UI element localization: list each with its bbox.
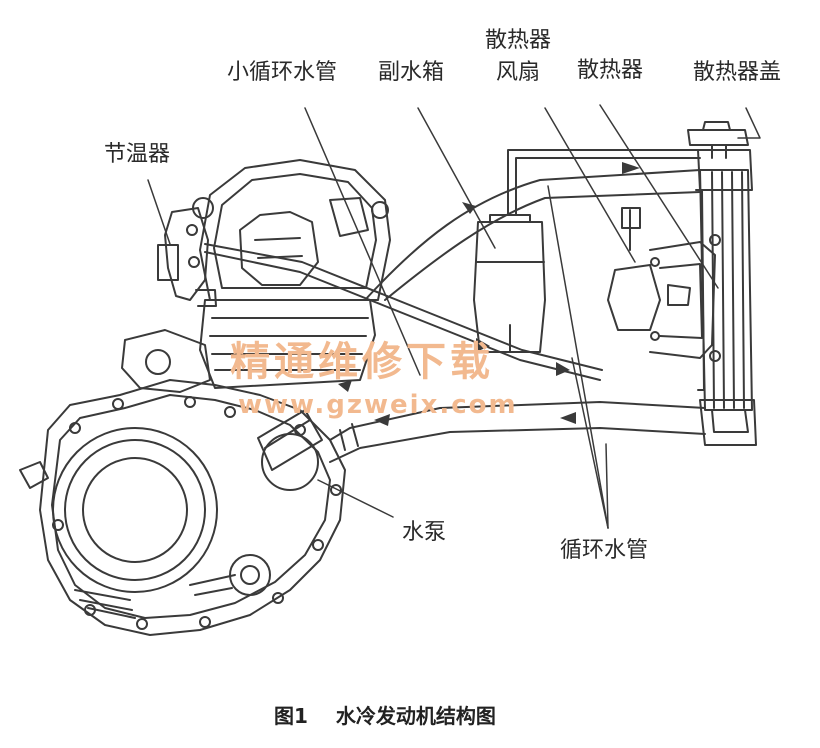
figure-number: 图1 [274, 704, 308, 728]
label-thermostat: 节温器 [104, 142, 171, 167]
output-sprocket [229, 554, 271, 596]
label-aux-tank: 副水箱 [378, 60, 445, 85]
crankcase-outline [39, 379, 346, 636]
lower-radiator-hose [329, 401, 706, 441]
crank-cover-ring [82, 457, 188, 563]
radiator-bottom-tank [699, 399, 757, 446]
radiator-fan-motor [607, 264, 661, 331]
crank-cover-outer [52, 427, 218, 593]
pump-boss [261, 433, 319, 491]
cylinder-head [199, 159, 391, 301]
crank-cover-inner [64, 439, 206, 581]
label-circulation-pipe: 循环水管 [560, 538, 649, 563]
label-radiator-fan-line2: 风扇 [496, 60, 541, 85]
watermark-url: www.gzweix.com [238, 390, 518, 420]
watermark-text: 精通维修下载 [230, 339, 494, 385]
upper-radiator-hose [364, 169, 701, 301]
output-sprocket-inner [240, 565, 260, 585]
small-circulation-pipe [204, 251, 601, 381]
crankcase-inner [51, 394, 331, 619]
radiator-top-tank [697, 149, 753, 191]
label-radiator-cap: 散热器盖 [693, 60, 782, 85]
label-radiator-fan-line1: 散热器 [485, 28, 552, 53]
figure-title: 水冷发动机结构图 [335, 704, 496, 728]
aux-tank [473, 221, 546, 353]
label-water-pump: 水泵 [402, 520, 447, 545]
figure-caption: 图1 水冷发动机结构图 [274, 706, 524, 726]
label-radiator: 散热器 [577, 58, 644, 83]
label-small-circulation-pipe: 小循环水管 [227, 60, 338, 85]
head-inner [213, 173, 377, 289]
clutch-bump [121, 329, 211, 393]
